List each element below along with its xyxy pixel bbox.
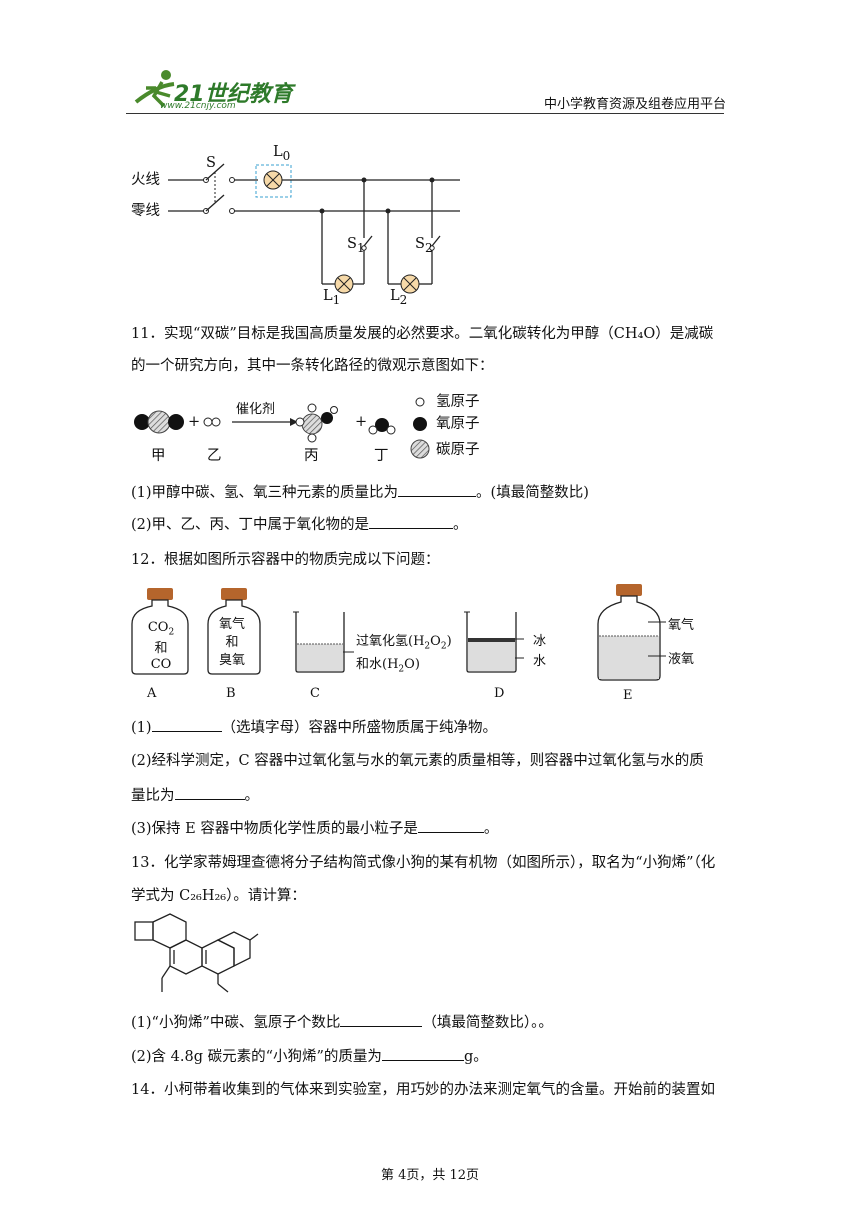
q12-cap-c: C [310,686,320,701]
q12-stem: 12．根据如图所示容器中的物质完成以下问题： [131,552,440,568]
label-switch-s2: S2 [415,236,433,255]
q11-part2: (2)甲、乙、丙、丁中属于氧化物的是。 [131,514,468,535]
logo-text: 21世纪教育 [174,82,293,107]
label-switch-s: S [206,155,216,171]
answer-blank[interactable] [381,1046,464,1061]
label-switch-s1: S1 [347,236,365,255]
containers-diagram [131,584,666,681]
runner-icon [134,70,175,108]
answer-blank[interactable] [369,514,454,529]
answer-blank[interactable] [340,1012,423,1027]
q13-stem-line1: 13．化学家蒂姆理查德将分子结构简式像小狗的某有机物（如图所示），取名为“小狗烯… [131,855,716,871]
q12-b-content: 氧气 和 臭氧 [218,617,245,668]
q12-e-liquid: 液氧 [668,652,695,667]
q12-cap-e: E [623,688,633,703]
q11-part1: (1)甲醇中碳、氢、氧三种元素的质量比为。(填最简整数比) [131,482,589,503]
q12-part2-line2: 量比为。 [131,785,259,806]
q11-label-jia: 甲 [151,448,166,464]
page-number: 第 4页，共 12页 [380,1168,480,1183]
label-live-wire: 火线 [131,172,160,188]
label-neutral-wire: 零线 [131,203,160,219]
label-lamp-l1: L1 [323,288,341,307]
label-lamp-l2: L2 [390,288,408,307]
q11-label-ding: 丁 [374,448,389,464]
q12-cap-b: B [226,686,236,701]
q11-legend-h: 氢原子 [436,394,480,410]
logo-url: www.21cnjy.com [160,101,236,111]
answer-blank[interactable] [151,717,222,732]
q12-c-label: 过氧化氢(H2O2) 和水(H2O) [356,634,452,675]
puppy-molecule-structure [134,913,259,993]
answer-blank[interactable] [417,818,484,833]
q12-d-ice: 冰 [533,634,547,649]
q12-a-content: CO2 和 CO [147,620,175,672]
q11-plus-2: + [355,414,368,430]
q13-part1: (1)“小狗烯”中碳、氢原子个数比（填最简整数比）。。 [131,1012,553,1033]
platform-name: 中小学教育资源及组卷应用平台 [544,97,727,112]
q11-label-bing: 丙 [304,448,319,464]
q12-part1: (1)（选填字母）容器中所盛物质属于纯净物。 [131,717,497,738]
answer-blank[interactable] [398,482,477,497]
q12-cap-a: A [147,686,157,701]
q12-part2-line1: (2)经科学测定，C 容器中过氧化氢与水的氧元素的质量相等，则容器中过氧化氢与水… [131,753,704,769]
q11-legend-c: 碳原子 [436,442,480,458]
q11-stem-line1: 11．实现“双碳”目标是我国高质量发展的必然要求。二氧化碳转化为甲醇（CH₄O）… [131,326,714,342]
q14-stem-line1: 14．小柯带着收集到的气体来到实验室，用巧妙的办法来测定氧气的含量。开始前的装置… [131,1082,715,1098]
q11-stem-line2: 的一个研究方向，其中一条转化路径的微观示意图如下： [131,358,494,374]
q13-stem-line2: 学式为 C₂₆H₂₆）。请计算： [131,888,306,904]
circuit-diagram [168,163,460,294]
q12-d-water: 水 [533,654,547,669]
q11-label-yi: 乙 [207,448,222,464]
answer-blank[interactable] [174,785,245,800]
label-lamp-l0: L0 [273,144,291,163]
q11-plus-1: + [188,414,201,430]
header-logo [126,66,291,112]
q12-e-oxygen: 氧气 [668,618,695,633]
q12-part3: (3)保持 E 容器中物质化学性质的最小粒子是。 [131,818,498,839]
q11-legend-o: 氧原子 [436,416,480,432]
header-divider [126,113,724,114]
q12-cap-d: D [494,686,505,701]
q11-catalyst: 催化剂 [236,402,276,417]
molecule-diagram [134,397,430,459]
